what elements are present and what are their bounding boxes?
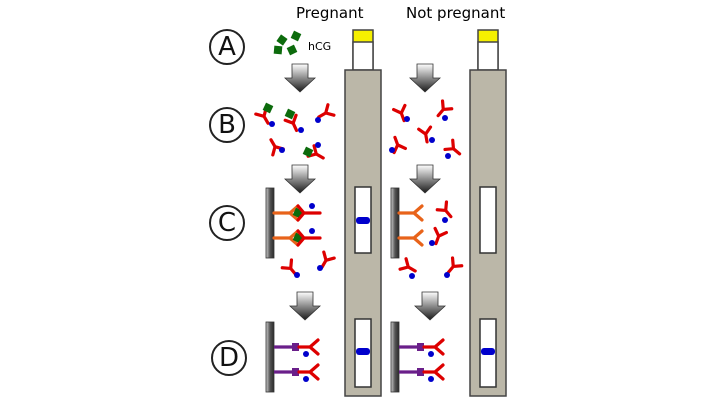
test-window (479, 186, 497, 254)
test-strip-pregnant (344, 29, 382, 397)
flow-arrows (283, 63, 447, 321)
arrow-down-icon (413, 291, 447, 321)
control-line (356, 348, 370, 355)
antibodies-pregnant-b (254, 102, 336, 165)
antibodies-not-pregnant-b (387, 99, 466, 161)
heading-pregnant: Pregnant (296, 4, 364, 22)
arrow-down-icon (408, 63, 442, 93)
control-zone-not-pregnant (390, 321, 445, 393)
step-b-label: B (209, 107, 245, 143)
step-d-label: D (211, 340, 247, 376)
test-line (356, 217, 370, 224)
test-strip-not-pregnant (469, 29, 507, 397)
control-zone-pregnant (265, 321, 320, 393)
step-c-label: C (209, 205, 245, 241)
arrow-down-icon (283, 164, 317, 194)
hcg-molecules (271, 30, 302, 58)
capture-zone-not-pregnant (390, 187, 464, 279)
control-line (481, 348, 495, 355)
arrow-down-icon (288, 291, 322, 321)
arrow-down-icon (408, 164, 442, 194)
capture-zone-pregnant (265, 187, 336, 281)
hcg-label: hCG (308, 40, 332, 53)
heading-not-pregnant: Not pregnant (406, 4, 506, 22)
step-a-label: A (209, 29, 245, 65)
arrow-down-icon (283, 63, 317, 93)
